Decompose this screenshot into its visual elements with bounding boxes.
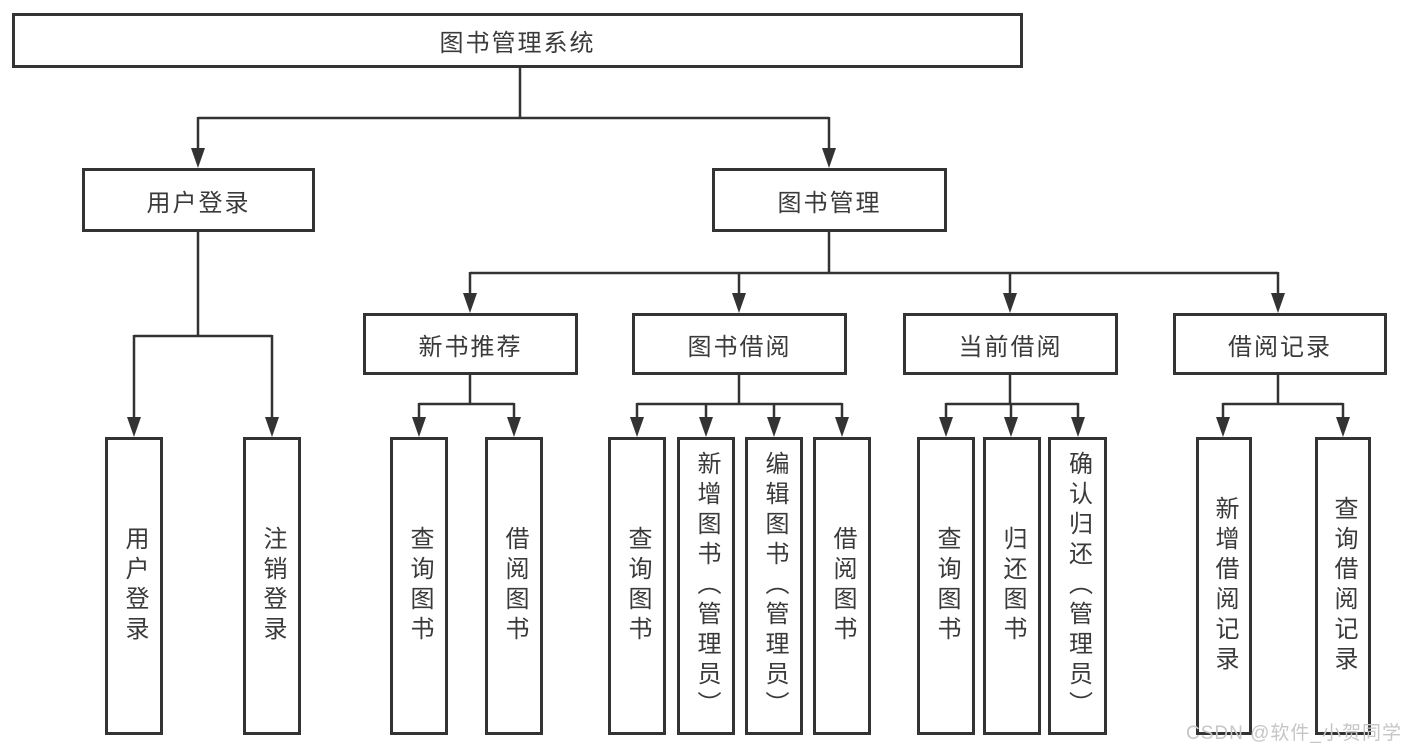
leaf-user-login: 用户登录 [105,437,163,735]
leaf-user-login-label: 用户登录 [121,526,148,646]
leaf-query-books-current-label: 查询图书 [933,526,960,646]
leaf-query-books-borrowing-label: 查询图书 [624,526,651,646]
leaf-add-books-admin: 新增图书（管理员） [677,437,735,735]
leaf-borrow-books: 借阅图书 [813,437,871,735]
leaf-logout: 注销登录 [243,437,301,735]
leaf-add-books-admin-label: 新增图书（管理员） [693,451,720,721]
node-book-borrowing-label: 图书借阅 [687,333,792,361]
leaf-add-borrow-record-label: 新增借阅记录 [1211,496,1238,676]
leaf-logout-label: 注销登录 [259,526,286,646]
node-user-login-branch-label: 用户登录 [146,189,251,217]
node-book-management-branch: 图书管理 [712,168,947,232]
leaf-edit-books-admin: 编辑图书（管理员） [745,437,803,735]
leaf-query-borrow-record: 查询借阅记录 [1315,437,1371,735]
node-root-label: 图书管理系统 [439,30,596,57]
leaf-query-books-borrowing: 查询图书 [608,437,666,735]
leaf-return-books: 归还图书 [983,437,1041,735]
leaf-query-books-recommend-label: 查询图书 [406,526,433,646]
leaf-confirm-return-admin-label: 确认归还（管理员） [1064,451,1092,721]
node-borrowing-records: 借阅记录 [1173,313,1387,375]
watermark: CSDN @软件_小贺同学 [1186,723,1402,744]
leaf-confirm-return-admin: 确认归还（管理员） [1048,437,1107,735]
node-user-login-branch: 用户登录 [82,168,315,232]
leaf-borrow-books-recommend: 借阅图书 [485,437,543,735]
leaf-borrow-books-label: 借阅图书 [829,526,856,646]
leaf-borrow-books-recommend-label: 借阅图书 [501,526,528,646]
node-book-management-branch-label: 图书管理 [777,189,882,217]
leaf-query-books-current: 查询图书 [917,437,975,735]
leaf-add-borrow-record: 新增借阅记录 [1196,437,1252,735]
node-current-borrowing: 当前借阅 [903,313,1118,375]
leaf-query-borrow-record-label: 查询借阅记录 [1330,496,1357,676]
node-current-borrowing-label: 当前借阅 [958,333,1063,361]
node-new-book-recommend: 新书推荐 [363,313,578,375]
leaf-return-books-label: 归还图书 [999,526,1026,646]
node-book-borrowing: 图书借阅 [632,313,847,375]
leaf-query-books-recommend: 查询图书 [390,437,448,735]
node-borrowing-records-label: 借阅记录 [1228,333,1332,361]
node-root: 图书管理系统 [12,13,1023,68]
leaf-edit-books-admin-label: 编辑图书（管理员） [761,451,788,721]
node-new-book-recommend-label: 新书推荐 [418,333,523,361]
